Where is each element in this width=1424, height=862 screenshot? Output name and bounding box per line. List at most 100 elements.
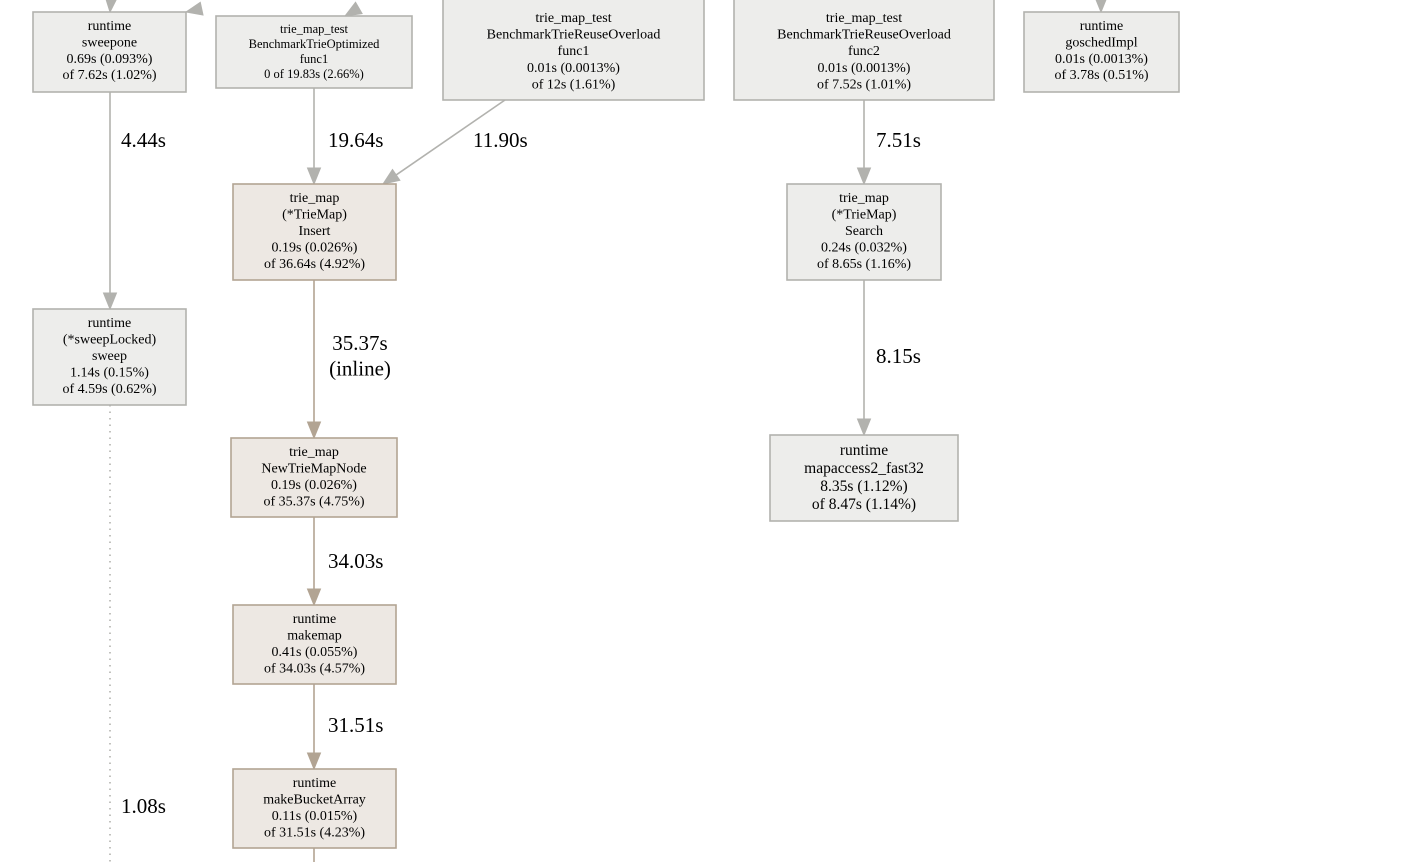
node-label-line: runtime: [840, 442, 888, 459]
edge-reuse2_search: 7.51s: [856, 100, 921, 186]
edge-stub-3: [1095, 0, 1107, 14]
node-label-line: of 3.78s (0.51%): [1054, 68, 1148, 83]
edge-stub-2-arrowhead: [343, 1, 363, 17]
edge-label: (inline): [329, 357, 391, 381]
node-label-line: sweepone: [82, 35, 137, 50]
node-label-line: of 8.47s (1.14%): [812, 496, 916, 513]
edge-stub-0: [105, 0, 117, 14]
node-box: [232, 183, 397, 281]
node-label-line: 0.01s (0.0013%): [818, 61, 911, 76]
node-label-line: 1.14s (0.15%): [70, 366, 149, 381]
edge-reuse1_insert: 11.90s: [381, 99, 528, 185]
node-label-line: trie_map_test: [535, 11, 611, 26]
node-label-line: trie_map: [839, 191, 889, 206]
edge-stub-2: [343, 1, 363, 17]
node-label-line: makeBucketArray: [263, 793, 366, 808]
node-label-line: runtime: [293, 776, 337, 791]
edge-label: 4.44s: [121, 128, 166, 152]
node-label-line: goschedImpl: [1065, 35, 1137, 50]
edge-stub-1-arrowhead: [184, 1, 204, 16]
node-label-line: of 12s (1.61%): [532, 77, 616, 92]
node-label-line: of 8.65s (1.16%): [817, 257, 911, 272]
edge-sweep_dotted: 1.08s: [109, 405, 166, 862]
node-box: [232, 604, 397, 685]
edge-makemap_bucket: 31.51s: [306, 684, 383, 771]
edge-newnode_makemap-arrowhead: [306, 588, 322, 607]
edge-label: 7.51s: [876, 128, 921, 152]
edge-label: 8.15s: [876, 344, 921, 368]
node-box: [232, 768, 397, 849]
node-label-line: of 7.52s (1.01%): [817, 77, 911, 92]
node-reuse_func2[interactable]: trie_map_testBenchmarkTrieReuseOverloadf…: [733, 0, 995, 101]
node-sweep[interactable]: runtime (*sweepLocked)sweep 1.14s (0.15%)o…: [32, 308, 187, 406]
edge-stub-0-arrowhead: [105, 0, 117, 14]
node-label-line: runtime: [1080, 19, 1124, 34]
edge-reuse2_search-arrowhead: [856, 167, 872, 186]
node-label-line: 0 of 19.83s (2.66%): [264, 67, 364, 81]
node-label-line: 0.41s (0.055%): [272, 645, 358, 660]
node-label-line: sweep: [92, 349, 127, 364]
node-label-line: mapaccess2_fast32: [804, 460, 924, 477]
node-label-line: BenchmarkTrieOptimized: [249, 37, 381, 51]
node-label-line: NewTrieMapNode: [261, 462, 366, 477]
node-box: [786, 183, 942, 281]
node-label-line: trie_map: [290, 191, 340, 206]
node-box: [32, 11, 187, 93]
node-box: [1023, 11, 1180, 93]
node-label-line: BenchmarkTrieReuseOverload: [777, 28, 951, 43]
node-label-line: 0.24s (0.032%): [821, 241, 907, 256]
node-label-line: 0.01s (0.0013%): [1055, 52, 1148, 67]
node-label-line: 8.35s (1.12%): [820, 478, 907, 495]
edge-search_mapaccess: 8.15s: [856, 280, 921, 437]
node-box: [442, 0, 705, 101]
node-label-line: runtime: [293, 612, 337, 627]
node-label-line: BenchmarkTrieReuseOverload: [487, 28, 661, 43]
node-label-line: of 4.59s (0.62%): [62, 382, 156, 397]
node-opt_func1[interactable]: trie_map_testBenchmarkTrieOptimizedfunc1…: [215, 15, 413, 89]
node-label-line: 0.11s (0.015%): [272, 809, 358, 824]
edge-newnode_makemap: 34.03s: [306, 517, 383, 607]
edge-insert_newnode: 35.37s(inline): [306, 280, 391, 440]
node-box: [230, 437, 398, 518]
node-label-line: trie_map_test: [280, 22, 349, 36]
node-label-line: of 31.51s (4.23%): [264, 826, 365, 841]
node-label-line: runtime: [88, 316, 132, 331]
edge-label: 31.51s: [328, 713, 383, 737]
node-box: [769, 434, 959, 522]
edge-label: 1.08s: [121, 794, 166, 818]
edge-sweepone_sweep-arrowhead: [102, 292, 118, 311]
edge-search_mapaccess-arrowhead: [856, 418, 872, 437]
node-label-line: of 34.03s (4.57%): [264, 662, 365, 677]
node-label-line: trie_map: [289, 445, 339, 460]
node-label-line: func1: [300, 52, 328, 66]
edge-opt_insert-arrowhead: [306, 167, 322, 186]
node-label-line: runtime: [88, 19, 132, 34]
node-label-line: (*sweepLocked): [63, 333, 157, 348]
node-label-line: 0.19s (0.026%): [271, 478, 357, 493]
node-label-line: (*TrieMap): [832, 208, 897, 223]
node-label-line: func2: [848, 44, 880, 59]
node-label-line: 0.19s (0.026%): [272, 241, 358, 256]
node-label-line: of 35.37s (4.75%): [263, 495, 364, 510]
edge-label: 35.37s: [332, 331, 387, 355]
edge-stub-3-arrowhead: [1095, 0, 1107, 14]
edge-insert_newnode-arrowhead: [306, 421, 322, 440]
node-label-line: (*TrieMap): [282, 208, 347, 223]
node-label-line: trie_map_test: [826, 11, 902, 26]
node-box: [32, 308, 187, 406]
edge-reuse1_insert-line: [395, 99, 506, 176]
edge-label: 34.03s: [328, 549, 383, 573]
node-reuse_func1[interactable]: trie_map_testBenchmarkTrieReuseOverloadf…: [442, 0, 705, 101]
edge-makemap_bucket-arrowhead: [306, 752, 322, 771]
edge-stub-1: [184, 1, 204, 16]
node-label-line: of 7.62s (1.02%): [62, 68, 156, 83]
